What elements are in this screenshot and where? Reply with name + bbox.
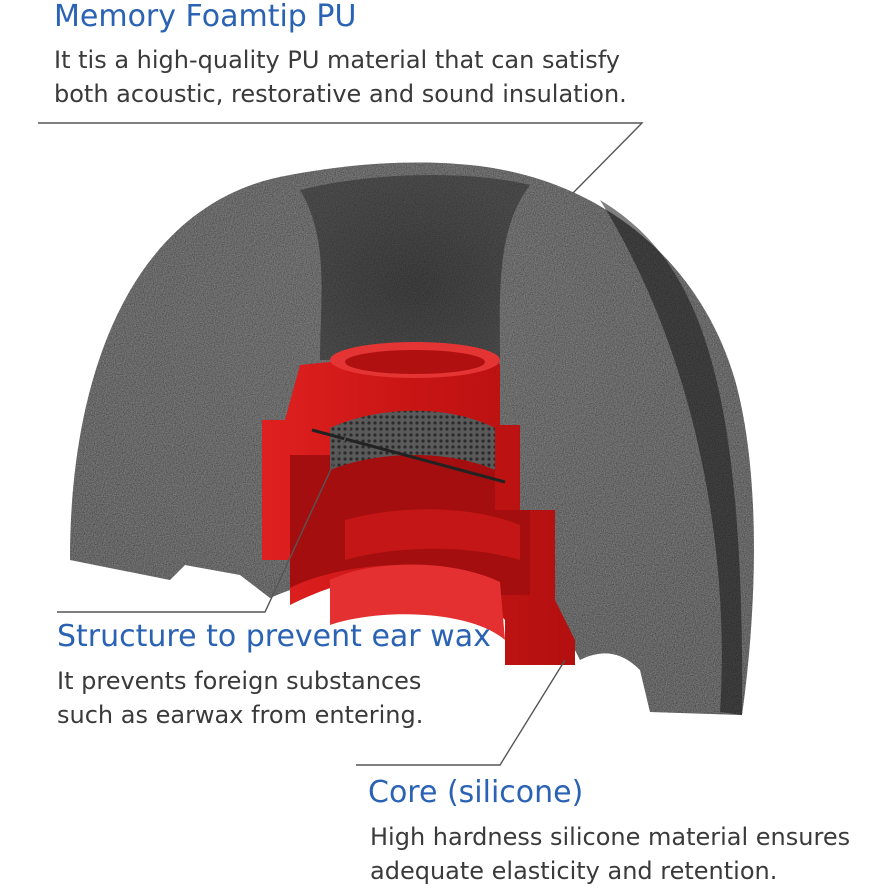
silicone-core-shape: [262, 342, 575, 665]
foam-description: It tis a high-quality PU material that c…: [54, 43, 627, 111]
structure-heading: Structure to prevent ear wax: [57, 619, 491, 654]
structure-description-line-2: such as earwax from entering.: [57, 701, 424, 729]
foam-description-line-1: It tis a high-quality PU material that c…: [54, 46, 620, 74]
core-leader-line: [356, 659, 566, 766]
core-description-line-2: adequate elasticity and retention.: [370, 857, 778, 885]
leader-lines: [38, 122, 644, 766]
foam-leader-line: [38, 122, 644, 194]
structure-description: It prevents foreign substances such as e…: [57, 664, 423, 732]
foam-description-line-2: both acoustic, restorative and sound ins…: [54, 80, 627, 108]
core-description-line-1: High hardness silicone material ensures: [370, 823, 851, 851]
wax-guard-mesh: [311, 410, 506, 484]
structure-leader-line: [57, 427, 351, 613]
core-heading: Core (silicone): [368, 775, 584, 810]
core-description: High hardness silicone material ensures …: [370, 820, 850, 888]
structure-description-line-1: It prevents foreign substances: [57, 667, 422, 695]
foam-heading: Memory Foamtip PU: [54, 0, 357, 34]
